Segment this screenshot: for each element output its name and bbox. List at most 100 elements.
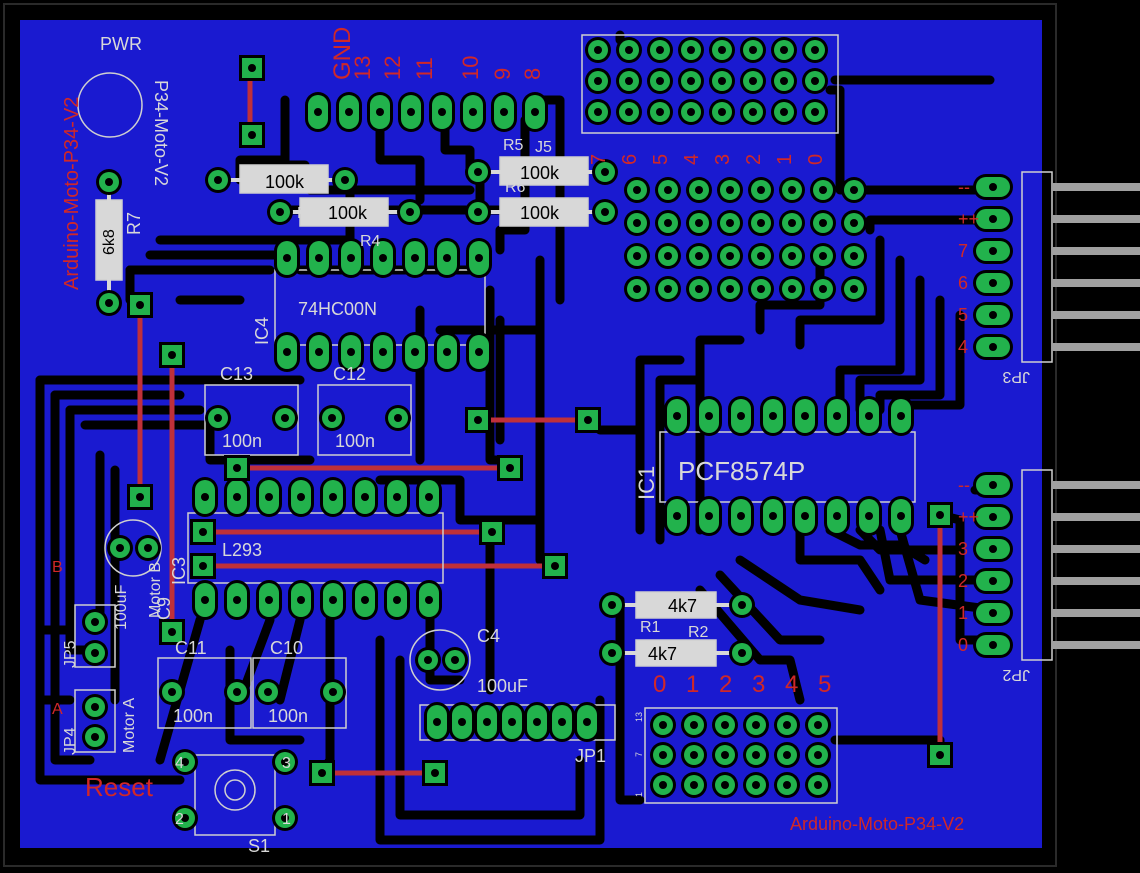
r3-value: 100k — [265, 172, 305, 192]
pads — [82, 37, 1013, 831]
resistor-pad-hole — [601, 168, 609, 176]
header-8x3-pad-hole — [718, 46, 726, 54]
port-num-label: 2 — [743, 154, 765, 165]
proto-pad-hole — [633, 186, 641, 194]
header-8x3-pad-hole — [687, 46, 695, 54]
ic4-value: 74HC00N — [298, 299, 377, 319]
proto-pad-hole — [757, 252, 765, 260]
via-pad-hole — [936, 751, 944, 759]
c13-value: 100n — [222, 431, 262, 451]
board-name-bottom: Arduino-Moto-P34-V2 — [790, 814, 964, 834]
s1-name: S1 — [248, 836, 270, 856]
jp3-pin-label: 5 — [958, 305, 968, 325]
jp1-pad-hole — [483, 718, 491, 726]
header-8x3-pad-hole — [687, 77, 695, 85]
board-name-mirror: P34-Moto-V2 — [151, 80, 171, 186]
icsp-pad-hole — [783, 751, 791, 759]
c11-name: C11 — [175, 638, 207, 658]
board-outline — [3, 3, 1057, 867]
via-pad-hole — [136, 493, 144, 501]
ic1-pad-hole — [673, 412, 681, 420]
jp1-pad-hole — [558, 718, 566, 726]
c4-pad-hole — [451, 656, 459, 664]
via-pad-hole — [318, 769, 326, 777]
ic1-pad-hole — [705, 512, 713, 520]
jp3-pin-label: -- — [958, 177, 970, 197]
r1-name: R1 — [640, 619, 661, 636]
reset-label: Reset — [85, 772, 154, 802]
header-8x3-pad-hole — [625, 77, 633, 85]
proto-pad-hole — [633, 219, 641, 227]
ic3-pad-hole — [233, 596, 241, 604]
port-num-label: 6 — [619, 154, 641, 165]
via-pad-hole — [199, 562, 207, 570]
header-top-pad-hole — [438, 108, 446, 116]
ic3-pad-hole — [425, 596, 433, 604]
proto-pad-hole — [819, 252, 827, 260]
jp2-pad-hole — [989, 609, 997, 617]
proto-pad-hole — [850, 186, 858, 194]
header-8x3-pad-hole — [594, 108, 602, 116]
s1-pin-label: 1 — [282, 811, 291, 828]
bottom-traces — [35, 30, 1000, 845]
jp3-name: JP3 — [1002, 368, 1030, 385]
icsp-pad-hole — [783, 721, 791, 729]
icsp-pad-hole — [659, 751, 667, 759]
proto-pad-hole — [695, 252, 703, 260]
resistor-pad-hole — [738, 649, 746, 657]
via-pad-hole — [168, 351, 176, 359]
ic3-pad-hole — [265, 596, 273, 604]
ic4-pad-hole — [379, 348, 387, 356]
jp3-pad-hole — [989, 279, 997, 287]
ic4-pad-hole — [379, 254, 387, 262]
proto-pad-hole — [726, 219, 734, 227]
jp1-pad-hole — [533, 718, 541, 726]
resistor-pad-hole — [214, 176, 222, 184]
icsp-pad-hole — [752, 751, 760, 759]
s1-pad-hole — [281, 814, 289, 822]
cap-pad-hole — [328, 414, 336, 422]
header-top-pad-hole — [345, 108, 353, 116]
jp4-pad-hole — [91, 703, 99, 711]
cap-pad-hole — [281, 414, 289, 422]
via-pad-hole — [248, 64, 256, 72]
r7-value: 6k8 — [101, 229, 118, 255]
port-num-label: 0 — [653, 671, 666, 698]
r4-value: 100k — [328, 203, 368, 223]
ic3-pad-hole — [233, 493, 241, 501]
jp2-pin-label: -- — [958, 475, 970, 495]
r2-value: 4k7 — [648, 644, 677, 664]
icsp-pad-hole — [814, 721, 822, 729]
header-8x3-pad-hole — [749, 77, 757, 85]
icsp-pad-hole — [659, 721, 667, 729]
ic4-pad-hole — [411, 254, 419, 262]
s1-pad-hole — [281, 758, 289, 766]
proto-pad-hole — [850, 252, 858, 260]
proto-pad-hole — [664, 285, 672, 293]
c11-value: 100n — [173, 706, 213, 726]
header-pin-label: 13 — [350, 56, 375, 80]
jp2-pad-hole — [989, 577, 997, 585]
r6-value: 100k — [520, 203, 560, 223]
ic1-pad-hole — [865, 512, 873, 520]
header-pins — [1052, 183, 1140, 649]
jp1-name: JP1 — [575, 746, 606, 766]
proto-pad-hole — [726, 252, 734, 260]
icsp-pad-hole — [721, 781, 729, 789]
ic1-pad-hole — [897, 412, 905, 420]
header-8x3-pad-hole — [625, 46, 633, 54]
jp1-pad-hole — [458, 718, 466, 726]
header-8x3-pad-hole — [780, 77, 788, 85]
icsp-pad-hole — [814, 751, 822, 759]
jp1-pad-hole — [433, 718, 441, 726]
jp3-pin-label: 7 — [958, 241, 968, 261]
ic1-pad-hole — [833, 412, 841, 420]
r7-pad-hole — [105, 178, 113, 186]
header-8x3-pad-hole — [656, 77, 664, 85]
header-8x3-pad-hole — [656, 108, 664, 116]
ic1-pad-hole — [801, 412, 809, 420]
icsp-pad-hole — [814, 781, 822, 789]
jp2-pin-label: 2 — [958, 571, 968, 591]
